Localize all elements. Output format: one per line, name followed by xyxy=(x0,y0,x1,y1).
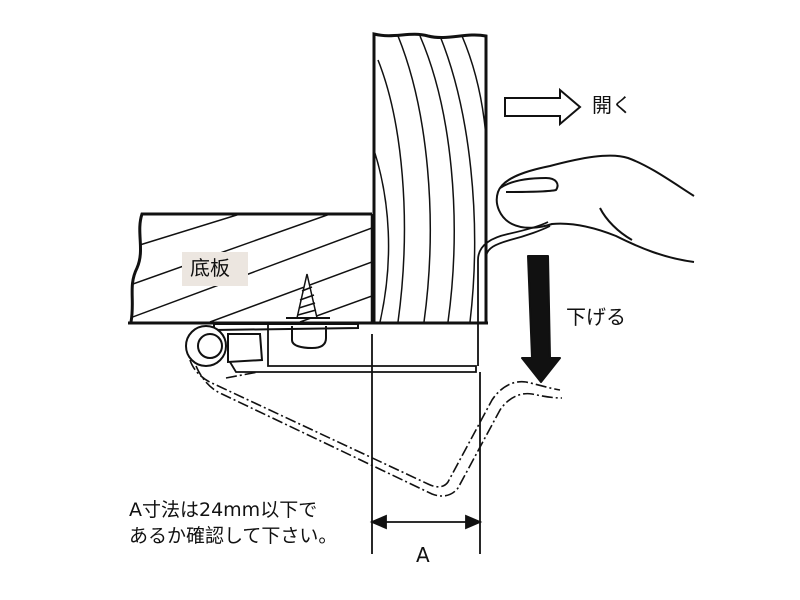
hinge-knuckle-icon xyxy=(185,325,227,367)
hinge-plate xyxy=(213,323,359,364)
finger-icon xyxy=(495,154,695,263)
screw-icon xyxy=(286,273,330,319)
open-label: 開く xyxy=(592,93,632,117)
bottom-board xyxy=(128,212,488,325)
dimension-label: A xyxy=(416,543,430,567)
door-panel xyxy=(372,32,488,322)
note-line-2: あるか確認して下さい。 xyxy=(129,525,338,547)
hinge-arm-lowered xyxy=(189,359,563,497)
lower-arrow-icon xyxy=(521,255,561,383)
hinge-arm-closed xyxy=(226,221,551,373)
dimension-a xyxy=(369,334,483,554)
open-arrow-icon xyxy=(504,87,582,127)
lower-label: 下げる xyxy=(566,305,626,329)
note-line-1: A寸法は24mm以下で xyxy=(129,499,318,521)
bottom-board-label: 底板 xyxy=(190,256,230,280)
